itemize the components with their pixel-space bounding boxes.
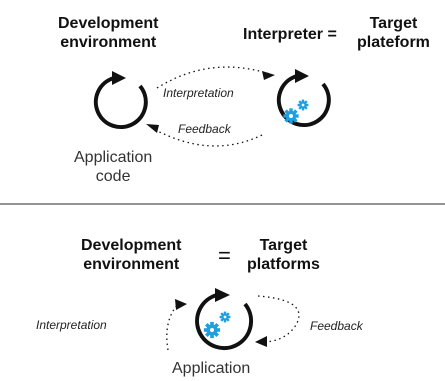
bottom-app-label: Application [172,360,251,377]
top-dev-env-label: Development environment [58,15,159,52]
bottom-interpretation-label: Interpretation [36,318,107,332]
combined-cycle-icon [195,288,254,351]
bottom-dev-env-label: Development environment [81,237,182,274]
interpretation-arrow [156,66,275,89]
bottom-equals-sign: = [218,243,231,268]
top-app-code-label: Application code [74,149,153,186]
top-feedback-label: Feedback [178,122,231,136]
top-target-label: Target plateform [357,15,430,52]
top-interpreter-label: Interpreter = [243,26,337,43]
bottom-interpretation-arrow [166,299,187,351]
bottom-feedback-label: Feedback [310,319,363,333]
bottom-feedback-arrow [255,295,300,347]
target-platform-cycle-icon [276,69,331,128]
dev-env-cycle-icon [93,71,148,130]
top-interpretation-label: Interpretation [163,86,234,100]
feedback-arrow [146,124,263,147]
bottom-target-label: Target platforms [247,237,320,274]
